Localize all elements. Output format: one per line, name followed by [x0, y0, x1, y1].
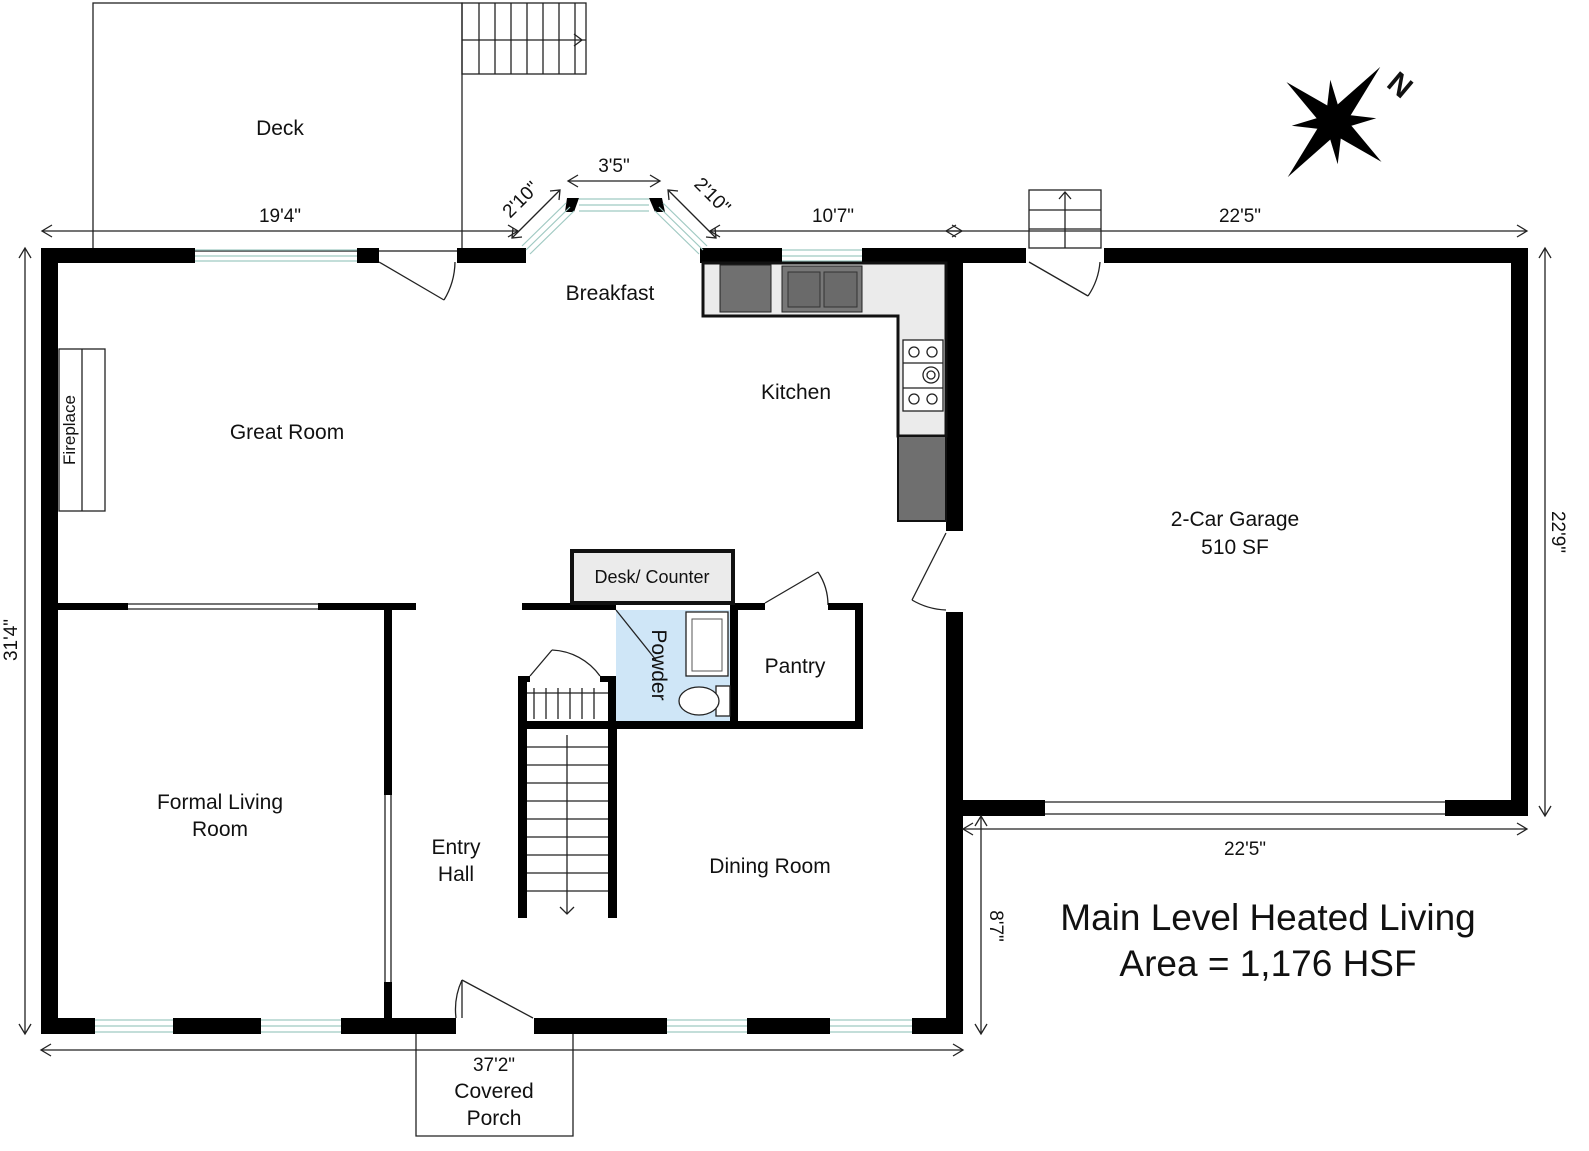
dim-house-depth: 31'4" [1, 619, 22, 661]
garage-label: 2-Car Garage [1171, 508, 1299, 531]
breakfast-label: Breakfast [566, 282, 655, 305]
dim-house-width: 37'2" [473, 1055, 515, 1076]
covered-porch [415, 1034, 574, 1137]
doors [378, 189, 1102, 1019]
deck-label: Deck [256, 117, 304, 140]
powder-room: Powder [615, 609, 731, 721]
entry-hall-label-line2: Hall [438, 863, 474, 886]
covered-porch-label-line1: Covered [454, 1080, 533, 1103]
garage-walls [946, 248, 1528, 816]
dim-bay-left: 2'10" [499, 178, 544, 223]
dim-garage-bottom-width: 22'5" [1224, 839, 1266, 860]
covered-porch-label-line2: Porch [467, 1107, 522, 1130]
deck [92, 2, 463, 252]
compass-north-label: N [1381, 66, 1419, 105]
kitchen-counters [701, 261, 948, 522]
entry-hall-label-line1: Entry [431, 836, 481, 859]
dim-garage-offset: 8'7" [985, 910, 1006, 942]
dimension-lines [18, 174, 1552, 1057]
dim-kitchen-width: 10'7" [812, 206, 854, 227]
desk-counter: Desk/ Counter [570, 549, 735, 605]
vanity [685, 611, 729, 677]
cooktop [902, 339, 944, 412]
dining-room-label: Dining Room [709, 855, 830, 878]
fireplace: Fireplace [58, 348, 106, 512]
kitchen-sink [781, 265, 863, 313]
dishwasher [719, 264, 772, 313]
refrigerator [897, 435, 947, 522]
toilet [678, 685, 731, 717]
desk-counter-label: Desk/ Counter [594, 567, 709, 587]
closet-shelving [527, 688, 608, 719]
formal-living-label-line2: Room [192, 818, 248, 841]
exterior-walls [41, 198, 963, 1034]
kitchen-label: Kitchen [761, 381, 831, 404]
windows [95, 198, 912, 1033]
pantry-label: Pantry [765, 655, 826, 678]
summary-line1: Main Level Heated Living [1060, 897, 1475, 938]
great-room-label: Great Room [230, 421, 344, 444]
interior-walls [58, 603, 863, 1018]
summary-line2: Area = 1,176 HSF [1119, 943, 1416, 984]
formal-living-label-line1: Formal Living [157, 791, 283, 814]
deck-stairs [461, 2, 587, 75]
main-stairs [527, 735, 608, 915]
fireplace-label: Fireplace [60, 395, 79, 465]
compass-rose-icon [1286, 66, 1382, 178]
powder-label: Powder [647, 629, 670, 700]
dim-bay-center: 3'5" [598, 156, 630, 177]
garage-area: 510 SF [1201, 536, 1269, 559]
dim-garage-top-width: 22'5" [1219, 206, 1261, 227]
dim-garage-depth: 22'9" [1547, 511, 1568, 553]
dim-great-room-width: 19'4" [259, 206, 301, 227]
dim-bay-right: 2'10" [690, 174, 735, 219]
